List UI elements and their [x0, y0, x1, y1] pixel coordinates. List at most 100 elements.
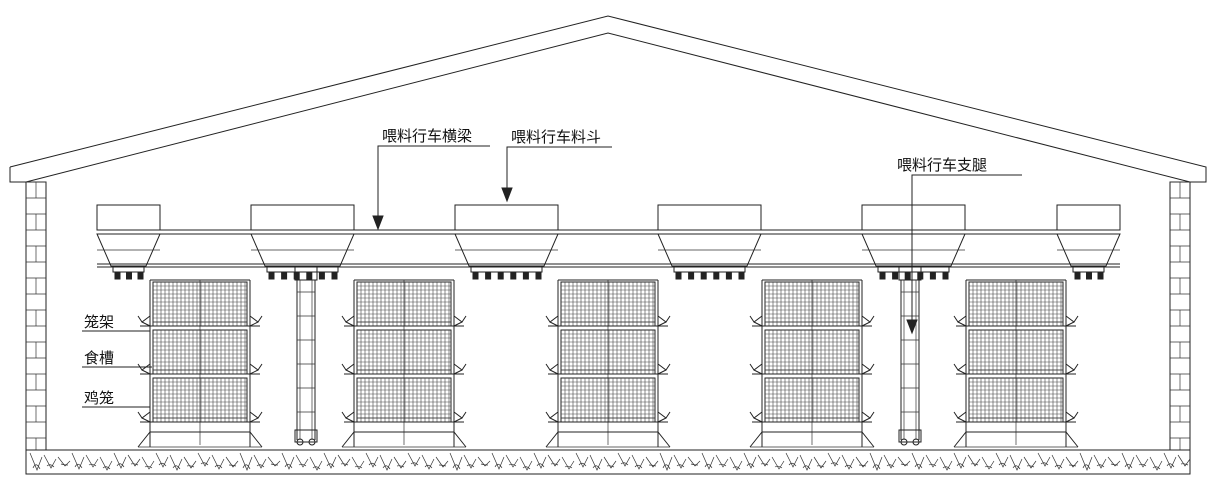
feed-trough-right	[249, 363, 263, 375]
cage-wire-mesh	[357, 378, 451, 422]
cage-bank-2	[341, 279, 467, 448]
hopper-outlet	[114, 271, 121, 280]
cage-tier-3	[953, 377, 1079, 423]
hopper-leader-line	[506, 146, 612, 198]
feed-trough-right	[453, 363, 467, 375]
cage-wire-mesh	[153, 330, 247, 374]
hopper-outlet	[675, 271, 682, 280]
label-chicken-cage: 鸡笼	[84, 389, 114, 407]
hopper-outlet	[281, 271, 288, 280]
hopper-outlet	[318, 271, 325, 280]
cage-wire-mesh	[969, 330, 1063, 374]
feed-trough-left	[137, 363, 151, 375]
cage-frame-base	[749, 431, 875, 448]
hopper-5	[861, 204, 966, 280]
hopper-4	[657, 204, 762, 280]
ground-foundation	[25, 449, 1191, 475]
cage-wire-mesh	[357, 330, 451, 374]
cage-tier-1	[545, 281, 671, 327]
cage-tier-1	[953, 281, 1079, 327]
hopper-upper-box	[1056, 204, 1121, 231]
foundation-rubble-pattern	[29, 452, 1191, 471]
cage-tier-1	[749, 281, 875, 327]
support-leg-head	[294, 265, 318, 281]
hopper-outlet	[738, 271, 745, 280]
hopper-upper-box	[250, 204, 355, 231]
cage-bank-4	[749, 279, 875, 448]
beam-leader-line	[377, 145, 490, 226]
cage-bank-5	[953, 279, 1079, 448]
feed-trough-left	[953, 363, 967, 375]
support-leg-wheel-housing	[898, 429, 922, 443]
feed-trough-left	[545, 315, 559, 327]
cage-tier-2	[749, 329, 875, 375]
feed-trough-left	[749, 315, 763, 327]
feed-trough-left	[749, 411, 763, 423]
cage-frame-base	[137, 431, 263, 448]
hopper-taper	[1056, 233, 1121, 267]
feed-trough-left	[953, 315, 967, 327]
hopper-6	[1056, 204, 1121, 280]
cage-tier-3	[137, 377, 263, 423]
feeding-hoppers	[96, 204, 1121, 280]
hopper-outlet	[1086, 271, 1092, 280]
hopper-outlet	[904, 271, 911, 280]
hopper-taper	[250, 233, 355, 267]
hopper-outlet	[293, 271, 300, 280]
hopper-taper	[454, 233, 559, 267]
roof-outer-line	[9, 15, 1207, 183]
hopper-outlet	[879, 271, 886, 280]
feed-trough-right	[861, 411, 875, 423]
cage-wire-mesh	[561, 330, 655, 374]
hopper-outlet	[137, 271, 144, 280]
roof-outer-left-eave	[9, 167, 26, 183]
cage-banks	[137, 279, 1079, 448]
hopper-upper-box	[454, 204, 559, 231]
support-leg-wheel	[296, 438, 304, 446]
cage-tier-1	[137, 281, 263, 327]
hopper-outlet	[892, 271, 899, 280]
wall-left	[25, 181, 47, 451]
cage-wire-mesh	[357, 282, 451, 326]
hopper-outlet	[535, 271, 542, 280]
roof	[9, 15, 1207, 183]
label-feed-trough: 食槽	[84, 349, 114, 367]
feed-trough-left	[545, 363, 559, 375]
support-leg-wheel	[308, 438, 316, 446]
feed-trough-left	[749, 363, 763, 375]
hopper-taper	[861, 233, 966, 267]
label-feeding-trolley-hopper: 喂料行车料斗	[511, 128, 601, 146]
hopper-1	[96, 204, 161, 280]
feed-trough-right	[861, 315, 875, 327]
hopper-upper-box	[96, 204, 161, 231]
feed-trough-left	[137, 315, 151, 327]
support-leg-wheel-housing	[294, 429, 318, 443]
feed-trough-right	[249, 315, 263, 327]
cage-wire-mesh	[561, 378, 655, 422]
annotation-labels: 喂料行车横梁 喂料行车料斗 喂料行车支腿 笼架 食槽 鸡笼	[84, 127, 987, 407]
cage-frame-base	[545, 431, 671, 448]
label-feeding-trolley-leg: 喂料行车支腿	[897, 156, 987, 174]
cage-tier-2	[545, 329, 671, 375]
support-leg-left	[294, 265, 318, 446]
hopper-outlet	[472, 271, 479, 280]
leg-leader-line	[911, 174, 1022, 330]
cage-tier-3	[341, 377, 467, 423]
feed-trough-left	[137, 411, 151, 423]
cage-wire-mesh	[765, 378, 859, 422]
beam-leader-arrow	[372, 215, 384, 231]
roof-inner-line	[25, 32, 1191, 183]
feed-trough-right	[453, 411, 467, 423]
hopper-2	[250, 204, 355, 280]
hopper-outlet	[929, 271, 936, 280]
cage-frame-base	[341, 431, 467, 448]
feed-trough-right	[1065, 363, 1079, 375]
hopper-outlet	[917, 271, 924, 280]
hopper-outlet	[497, 271, 504, 280]
feed-trough-left	[341, 411, 355, 423]
hopper-outlet	[522, 271, 529, 280]
annotation-leaders	[82, 145, 1022, 408]
cage-tier-1	[341, 281, 467, 327]
feed-trough-right	[657, 363, 671, 375]
cage-tier-2	[341, 329, 467, 375]
